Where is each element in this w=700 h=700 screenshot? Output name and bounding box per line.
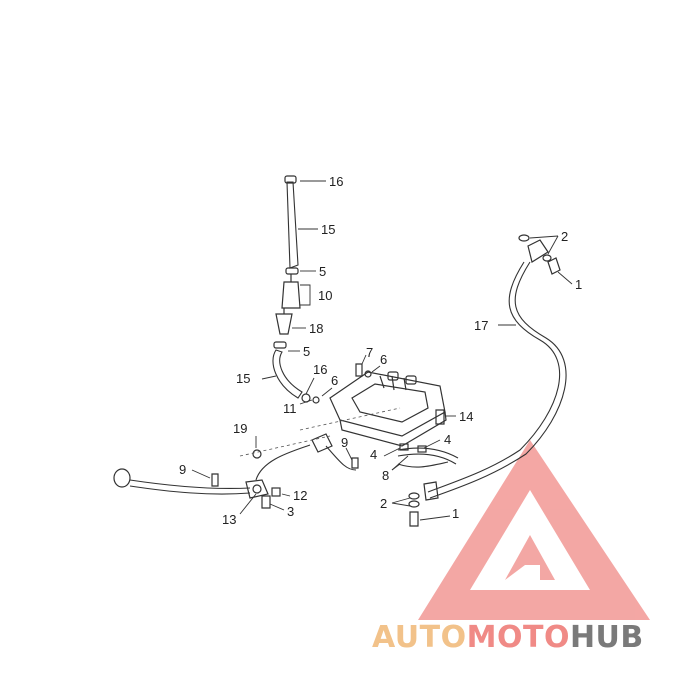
bushing-12 [271, 487, 281, 497]
callout-4: 4 [444, 432, 451, 447]
washer-2-top-b [542, 254, 552, 262]
callout-14: 14 [459, 409, 473, 424]
callout-16: 16 [313, 362, 327, 377]
callout-1: 1 [575, 277, 582, 292]
washer-2-bottom-b [408, 500, 420, 508]
callout-1: 1 [452, 506, 459, 521]
washer-2-bottom-a [408, 492, 420, 500]
sensor-harness [113, 433, 359, 509]
watermark-moto: MOTO [467, 620, 570, 655]
svg-text:AUTOMOTOHUB: AUTOMOTOHUB [372, 620, 644, 655]
callout-7: 7 [366, 345, 373, 360]
washer-6-upper [364, 370, 372, 378]
screw-9-left [211, 473, 219, 487]
bolt-1-bottom [409, 511, 419, 527]
callout-5: 5 [303, 344, 310, 359]
washer-2-top-a [518, 234, 530, 242]
o-ring-19 [252, 449, 262, 459]
callout-2: 2 [561, 229, 568, 244]
clip-4-a [399, 443, 409, 451]
return-hose-8 [397, 443, 459, 468]
callout-10: 10 [318, 288, 332, 303]
sender-13 [245, 479, 269, 499]
bolt-1-top [547, 257, 561, 275]
callout-8: 8 [382, 468, 389, 483]
hose-15-lower [272, 349, 303, 399]
mounting-plate [299, 363, 447, 447]
screw-9-right [351, 457, 359, 469]
callout-labels: 16 15 5 10 18 5 15 16 11 6 7 6 14 19 9 9… [179, 174, 582, 527]
callout-12: 12 [293, 488, 307, 503]
screw-7 [355, 363, 363, 377]
callout-18: 18 [309, 321, 323, 336]
callout-16: 16 [329, 174, 343, 189]
fuel-filter-18 [275, 313, 293, 335]
callout-9: 9 [341, 435, 348, 450]
callout-3: 3 [287, 504, 294, 519]
fuel-filter-10 [281, 281, 301, 309]
watermark-auto: AUTO [372, 620, 467, 655]
callout-2: 2 [380, 496, 387, 511]
watermark-wordmark: AUTOMOTOHUB [372, 620, 644, 655]
callout-4: 4 [370, 447, 377, 462]
leader-lines [191, 180, 573, 521]
callout-6: 6 [331, 373, 338, 388]
watermark-triangle-icon [418, 440, 650, 620]
callout-15: 15 [321, 222, 335, 237]
callout-13: 13 [222, 512, 236, 527]
bolt-3 [261, 495, 271, 509]
connector-plug [113, 468, 131, 488]
clip-5-lower [273, 341, 287, 349]
watermark-inner-g-icon [505, 535, 555, 580]
callout-15: 15 [236, 371, 250, 386]
clamp-16-top [284, 175, 297, 184]
callout-5: 5 [319, 264, 326, 279]
hose-15-upper [286, 181, 299, 269]
nozzle-11 [312, 396, 320, 404]
watermark-logo [418, 440, 650, 620]
clip-5-upper [285, 267, 299, 275]
watermark-hub: HUB [570, 620, 644, 655]
bolt-14 [435, 409, 445, 425]
callout-9: 9 [179, 462, 186, 477]
callout-11: 11 [283, 401, 297, 416]
callout-6: 6 [380, 352, 387, 367]
oil-hose-assembly [408, 234, 567, 527]
callout-17: 17 [474, 318, 488, 333]
hose-17 [427, 261, 561, 493]
clip-4-b [417, 445, 427, 453]
callout-19: 19 [233, 421, 247, 436]
